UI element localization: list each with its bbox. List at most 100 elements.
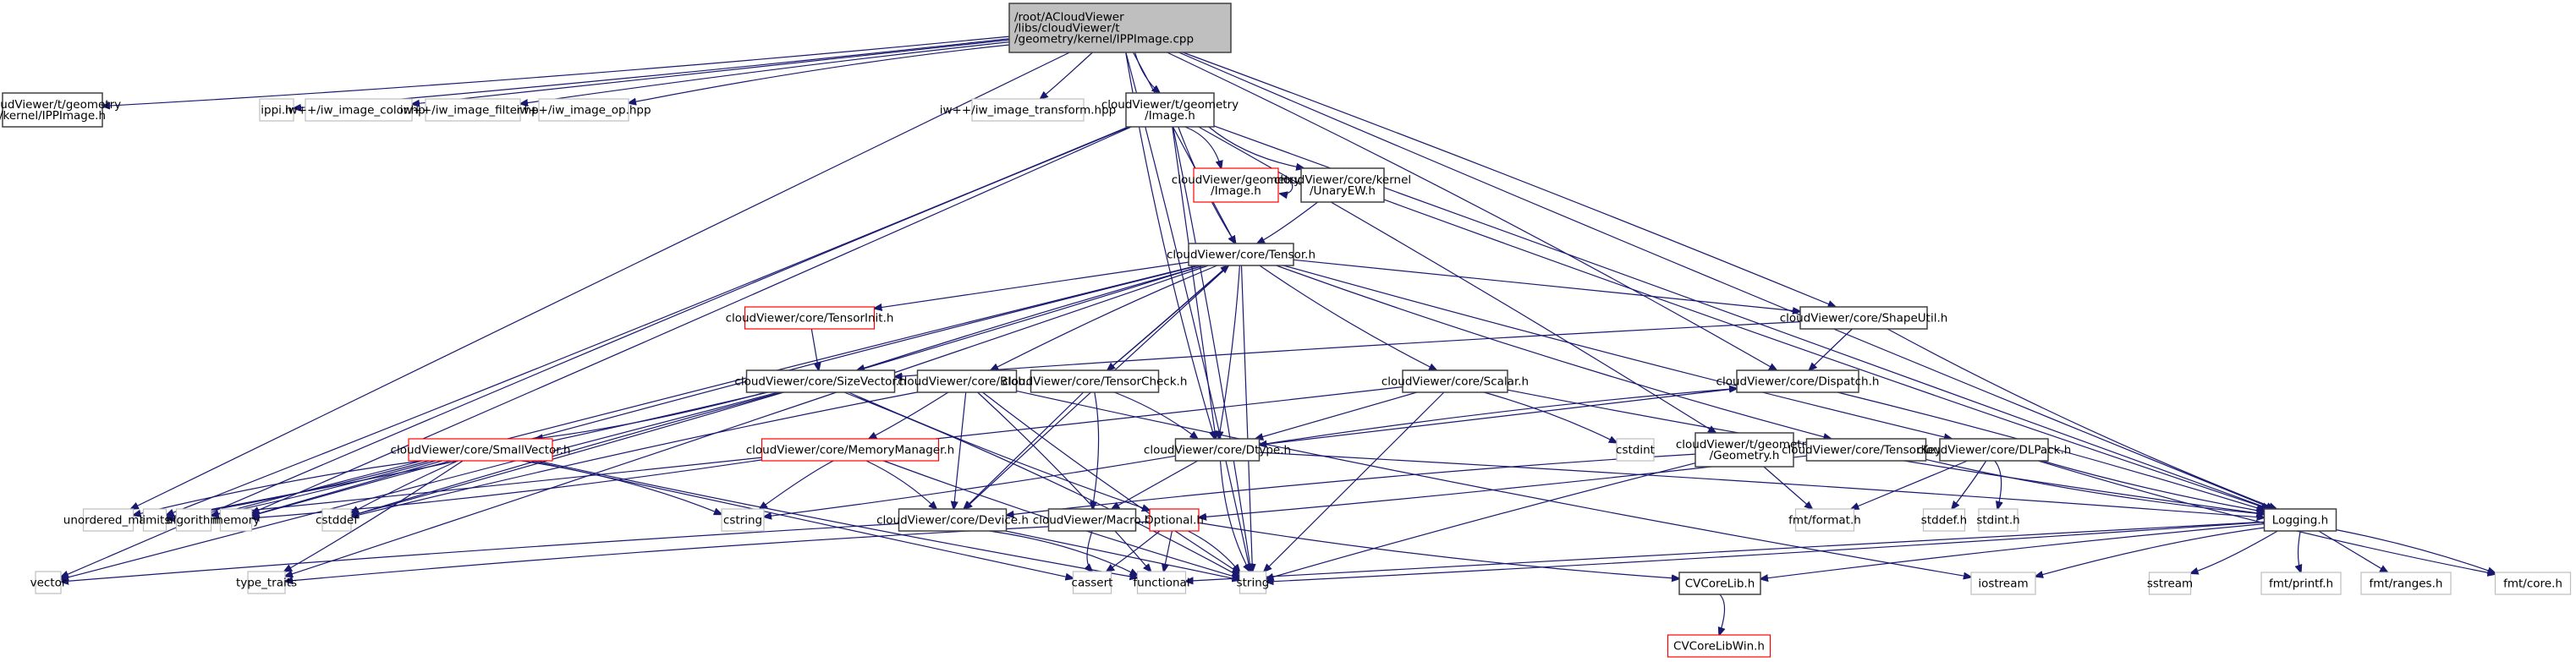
node-box <box>305 98 413 122</box>
node-label: fmt/printf.h <box>2269 577 2333 591</box>
node-label: fmt/ranges.h <box>2370 577 2443 591</box>
node-box <box>219 508 253 532</box>
node-box <box>1008 3 1232 53</box>
node-label: cloudViewer/core/Dtype.h <box>1144 444 1291 457</box>
node-box <box>2360 572 2452 595</box>
node-label: /libs/cloudViewer/t <box>1014 22 1120 36</box>
node-label: sstream <box>2147 577 2193 591</box>
node-label: ippi.h <box>261 104 293 118</box>
edge-tensor-to-tensorinit <box>875 261 1189 309</box>
edge-tensorkey-to-logging <box>1925 458 2265 514</box>
node-dlpack[interactable]: cloudViewer/core/DLPack.h <box>1917 438 2072 462</box>
edge-optional-to-type_traits <box>285 521 1151 582</box>
node-logging[interactable]: Logging.h <box>2263 508 2337 532</box>
node-label: Optional.h <box>1145 514 1204 528</box>
node-label: /Geometry.h <box>1710 449 1780 462</box>
node-iw-color: iw++/iw_image_color.hpp <box>285 98 432 122</box>
edge-dlpack-to-fmt_format <box>1851 460 1968 509</box>
node-label: iw++/iw_image_transform.hpp <box>940 104 1116 118</box>
edge-smallvector-to-unordered_map <box>134 460 423 515</box>
node-t-image[interactable]: cloudViewer/t/geometry/Image.h <box>1101 92 1239 128</box>
edge-t_image-to-dtype <box>1172 126 1216 439</box>
node-label: algorithm <box>166 514 221 528</box>
edge-geometry_h-to-fmt_format <box>1763 466 1812 509</box>
node-box <box>1072 571 1112 594</box>
node-label: limits <box>140 514 171 528</box>
node-tensorcheck[interactable]: cloudViewer/core/TensorCheck.h <box>1002 369 1188 393</box>
edge-root-to-iw_filter <box>520 41 1010 104</box>
node-limits: limits <box>140 508 171 532</box>
node-label: cstdint <box>1616 444 1655 457</box>
node-box <box>1799 306 1928 330</box>
node-scalar[interactable]: cloudViewer/core/Scalar.h <box>1381 369 1529 393</box>
edge-t_image-to-unaryew <box>1208 126 1304 168</box>
node-shapeutil[interactable]: cloudViewer/core/ShapeUtil.h <box>1780 306 1948 330</box>
edge-tensor-to-dlpack <box>1283 265 1952 439</box>
node-box <box>1794 508 1855 532</box>
node-cvcorelibwin[interactable]: CVCoreLibWin.h <box>1667 634 1771 658</box>
node-tensor[interactable]: cloudViewer/core/Tensor.h <box>1167 243 1315 266</box>
node-dtype[interactable]: cloudViewer/core/Dtype.h <box>1144 438 1291 462</box>
node-box <box>761 438 940 462</box>
node-box <box>1402 369 1508 393</box>
edge-tensor-to-sizevector <box>857 265 1206 370</box>
node-box <box>425 98 521 122</box>
node-label: fmt/format.h <box>1788 514 1861 528</box>
node-sizevector[interactable]: cloudViewer/core/SizeVector.h <box>734 369 907 393</box>
edge-dispatch-to-logging <box>1837 391 2264 510</box>
edge-shapeutil-to-sizevector <box>895 321 1801 377</box>
node-label: cloudViewer/Macro.h <box>1033 514 1151 528</box>
node-geom-image[interactable]: cloudViewer/geometry/Image.h <box>1172 167 1300 203</box>
node-box <box>898 508 1008 532</box>
node-box <box>1174 438 1261 462</box>
node-blob[interactable]: cloudViewer/core/Blob.h <box>898 369 1036 393</box>
node-box <box>1678 572 1761 595</box>
edge-scalar-to-cstdint <box>1484 391 1617 443</box>
node-label: /kernel/IPPImage.h <box>0 109 106 123</box>
node-box <box>721 508 765 532</box>
node-tensorkey[interactable]: cloudViewer/core/TensorKey.h <box>1782 438 1951 462</box>
node-box <box>82 508 135 532</box>
node-label: cloudViewer/core/SizeVector.h <box>734 375 906 389</box>
node-box <box>247 571 286 594</box>
edge-logging-to-iostream <box>2035 527 2265 577</box>
node-dispatch[interactable]: cloudViewer/core/Dispatch.h <box>1716 369 1880 393</box>
node-label: string <box>1237 577 1270 590</box>
edge-sizevector-to-cstddef <box>351 391 783 516</box>
node-geometry-h[interactable]: cloudViewer/t/geometry/Geometry.h <box>1676 432 1813 468</box>
node-macro[interactable]: cloudViewer/Macro.h <box>1033 508 1151 532</box>
node-box <box>1149 508 1200 532</box>
node-box <box>745 369 896 393</box>
node-label: /Image.h <box>1211 184 1261 198</box>
edge-smallvector-to-functional <box>536 460 1138 577</box>
node-memorymanager[interactable]: cloudViewer/core/MemoryManager.h <box>746 438 954 462</box>
node-label: cloudViewer/t/geometry <box>1101 98 1239 112</box>
node-root[interactable]: /root/ACloudViewer/libs/cloudViewer/t/ge… <box>1008 3 1232 53</box>
node-box <box>744 306 876 330</box>
node-unaryew[interactable]: cloudViewer/core/kernel/UnaryEW.h <box>1274 167 1411 203</box>
edge-shapeutil-to-dispatch <box>1810 328 1853 370</box>
node-box <box>1193 167 1279 203</box>
edge-blob-to-cstddef <box>351 391 918 517</box>
node-optional[interactable]: Optional.h <box>1145 508 1204 532</box>
node-smallvector[interactable]: cloudViewer/core/SmallVector.h <box>391 438 571 462</box>
edge-root-to-tensor <box>1132 52 1236 243</box>
node-box <box>1030 369 1160 393</box>
nodes-layer: /root/ACloudViewer/libs/cloudViewer/t/ge… <box>0 3 2572 658</box>
node-box <box>408 438 553 462</box>
node-tensorinit[interactable]: cloudViewer/core/TensorInit.h <box>726 306 894 330</box>
node-label: /root/ACloudViewer <box>1014 11 1124 25</box>
edge-optional-to-functional <box>1164 530 1173 572</box>
node-memory: memory <box>212 508 260 532</box>
edge-smallvector-to-type_traits <box>284 460 464 572</box>
edge-optional-to-cvcorelib <box>1198 522 1679 578</box>
node-device[interactable]: cloudViewer/core/Device.h <box>876 508 1029 532</box>
node-cvcorelib[interactable]: CVCoreLib.h <box>1678 572 1761 595</box>
node-box <box>1136 571 1187 594</box>
node-box <box>538 98 629 122</box>
node-ippimage-h[interactable]: cloudViewer/t/geometry/kernel/IPPImage.h <box>0 92 121 128</box>
node-box <box>1978 508 2019 532</box>
edge-tensor-to-dtype <box>1219 265 1240 439</box>
edge-dtype-to-logging <box>1259 451 2265 517</box>
node-label: iw++/iw_image_color.hpp <box>285 104 432 118</box>
